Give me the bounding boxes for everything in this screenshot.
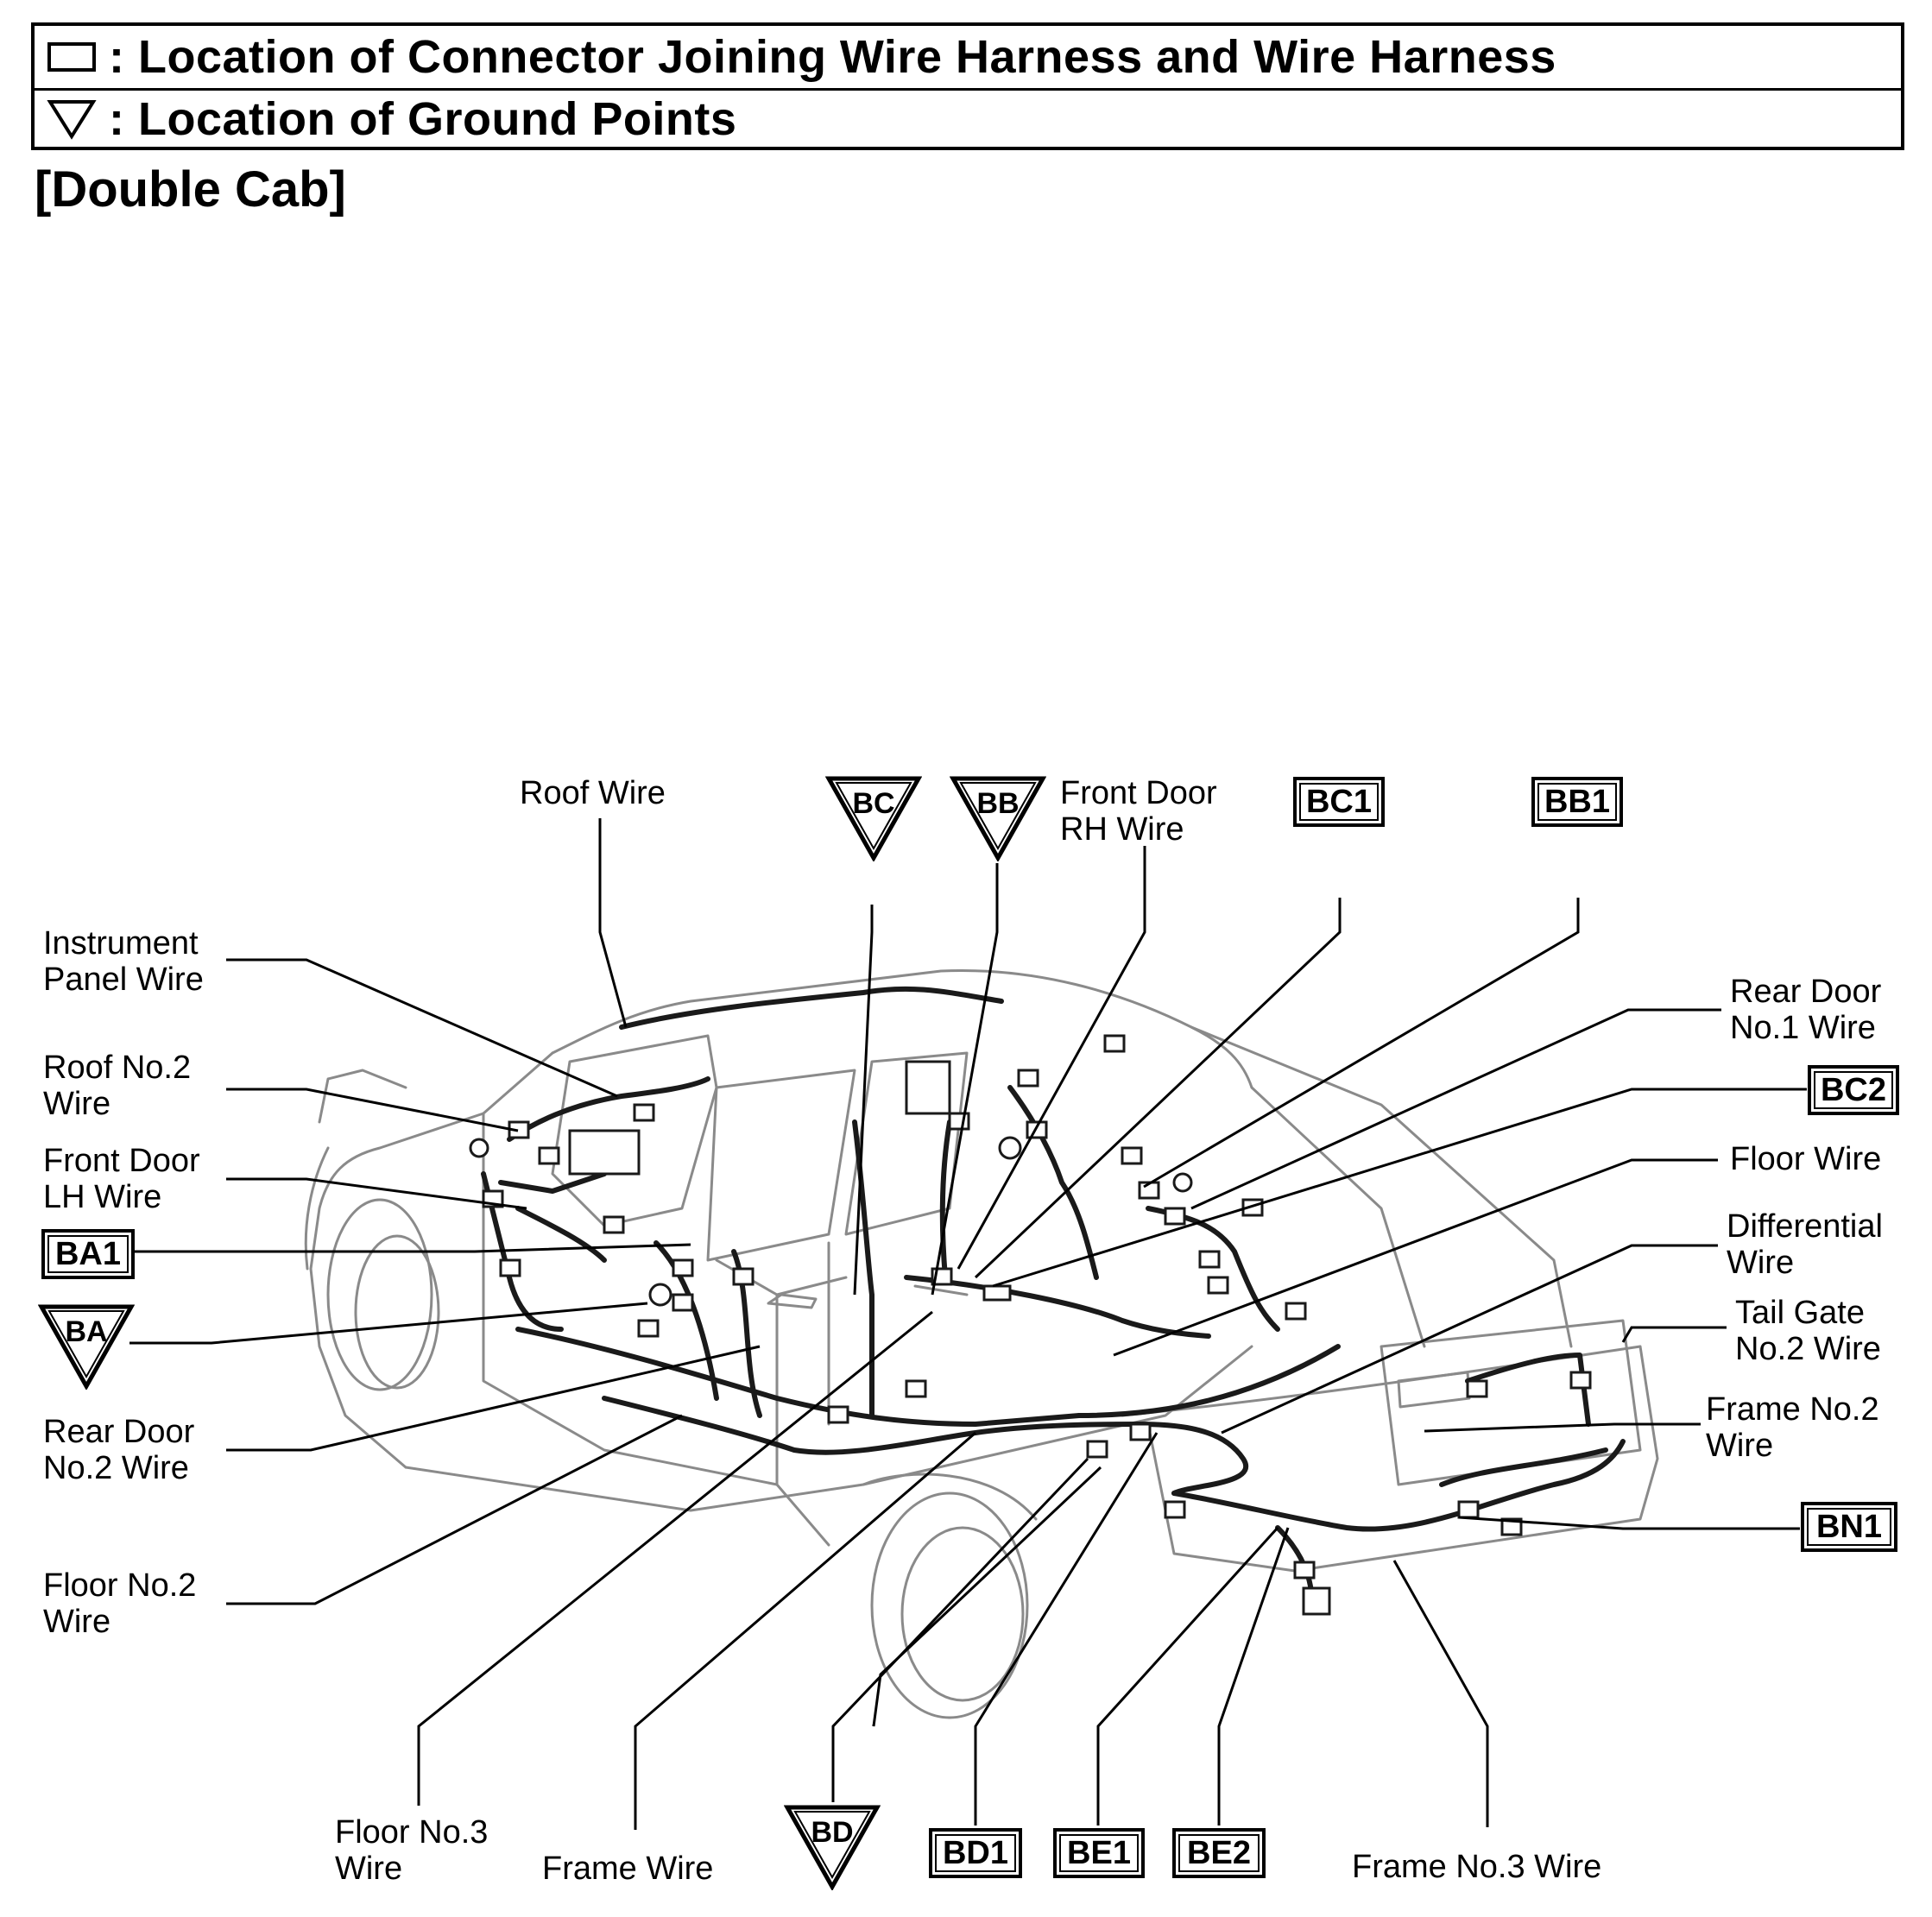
rectangle-icon	[47, 36, 97, 78]
legend-ground-row: : Location of Ground Points	[35, 88, 1901, 150]
ground-bb: BB	[950, 775, 1046, 861]
connector-be1: BE1	[1053, 1828, 1145, 1878]
label-front-door-rh-wire: Front Door RH Wire	[1060, 775, 1217, 848]
label-roof-no2-wire: Roof No.2 Wire	[43, 1050, 192, 1122]
connector-be2: BE2	[1172, 1828, 1266, 1878]
label-roof-wire: Roof Wire	[520, 775, 666, 811]
label-floor-no2-wire: Floor No.2 Wire	[43, 1567, 197, 1640]
label-front-door-lh-wire: Front Door LH Wire	[43, 1143, 200, 1215]
legend-connector-row: : Location of Connector Joining Wire Har…	[35, 26, 1901, 91]
connector-bc1: BC1	[1293, 777, 1385, 827]
vehicle-outline	[304, 968, 1659, 1719]
connector-ba1: BA1	[41, 1229, 135, 1279]
ground-bc-label: BC	[852, 787, 895, 820]
label-rear-door-no1-wire: Rear Door No.1 Wire	[1730, 974, 1882, 1046]
ground-ba: BA	[38, 1303, 135, 1390]
label-rear-door-no2-wire: Rear Door No.2 Wire	[43, 1414, 195, 1486]
legend-ground-text: : Location of Ground Points	[109, 93, 737, 145]
ground-bd-label: BD	[811, 1816, 854, 1849]
ground-bd: BD	[784, 1804, 881, 1890]
ground-bc: BC	[825, 775, 922, 861]
triangle-icon	[47, 98, 97, 140]
connector-bn1: BN1	[1801, 1502, 1897, 1552]
legend-connector-text: : Location of Connector Joining Wire Har…	[109, 31, 1556, 83]
label-frame-no3-wire: Frame No.3 Wire	[1352, 1849, 1602, 1885]
label-tail-gate-no2-wire: Tail Gate No.2 Wire	[1735, 1295, 1881, 1367]
label-floor-wire: Floor Wire	[1730, 1141, 1882, 1177]
ground-ba-label: BA	[65, 1315, 108, 1348]
label-floor-no3-wire: Floor No.3 Wire	[335, 1814, 489, 1887]
connector-blocks	[469, 1034, 1592, 1616]
page-heading: [Double Cab]	[35, 161, 346, 218]
connector-bd1: BD1	[929, 1828, 1022, 1878]
connector-bb1: BB1	[1531, 777, 1623, 827]
label-frame-wire: Frame Wire	[542, 1851, 714, 1887]
label-frame-no2-wire: Frame No.2 Wire	[1706, 1391, 1879, 1464]
ground-bb-label: BB	[976, 787, 1020, 820]
connector-bc2: BC2	[1808, 1065, 1899, 1115]
legend-box: : Location of Connector Joining Wire Har…	[31, 22, 1904, 150]
leader-lines	[129, 818, 1807, 1830]
label-differential-wire: Differential Wire	[1727, 1208, 1883, 1281]
label-instrument-panel-wire: Instrument Panel Wire	[43, 925, 204, 998]
